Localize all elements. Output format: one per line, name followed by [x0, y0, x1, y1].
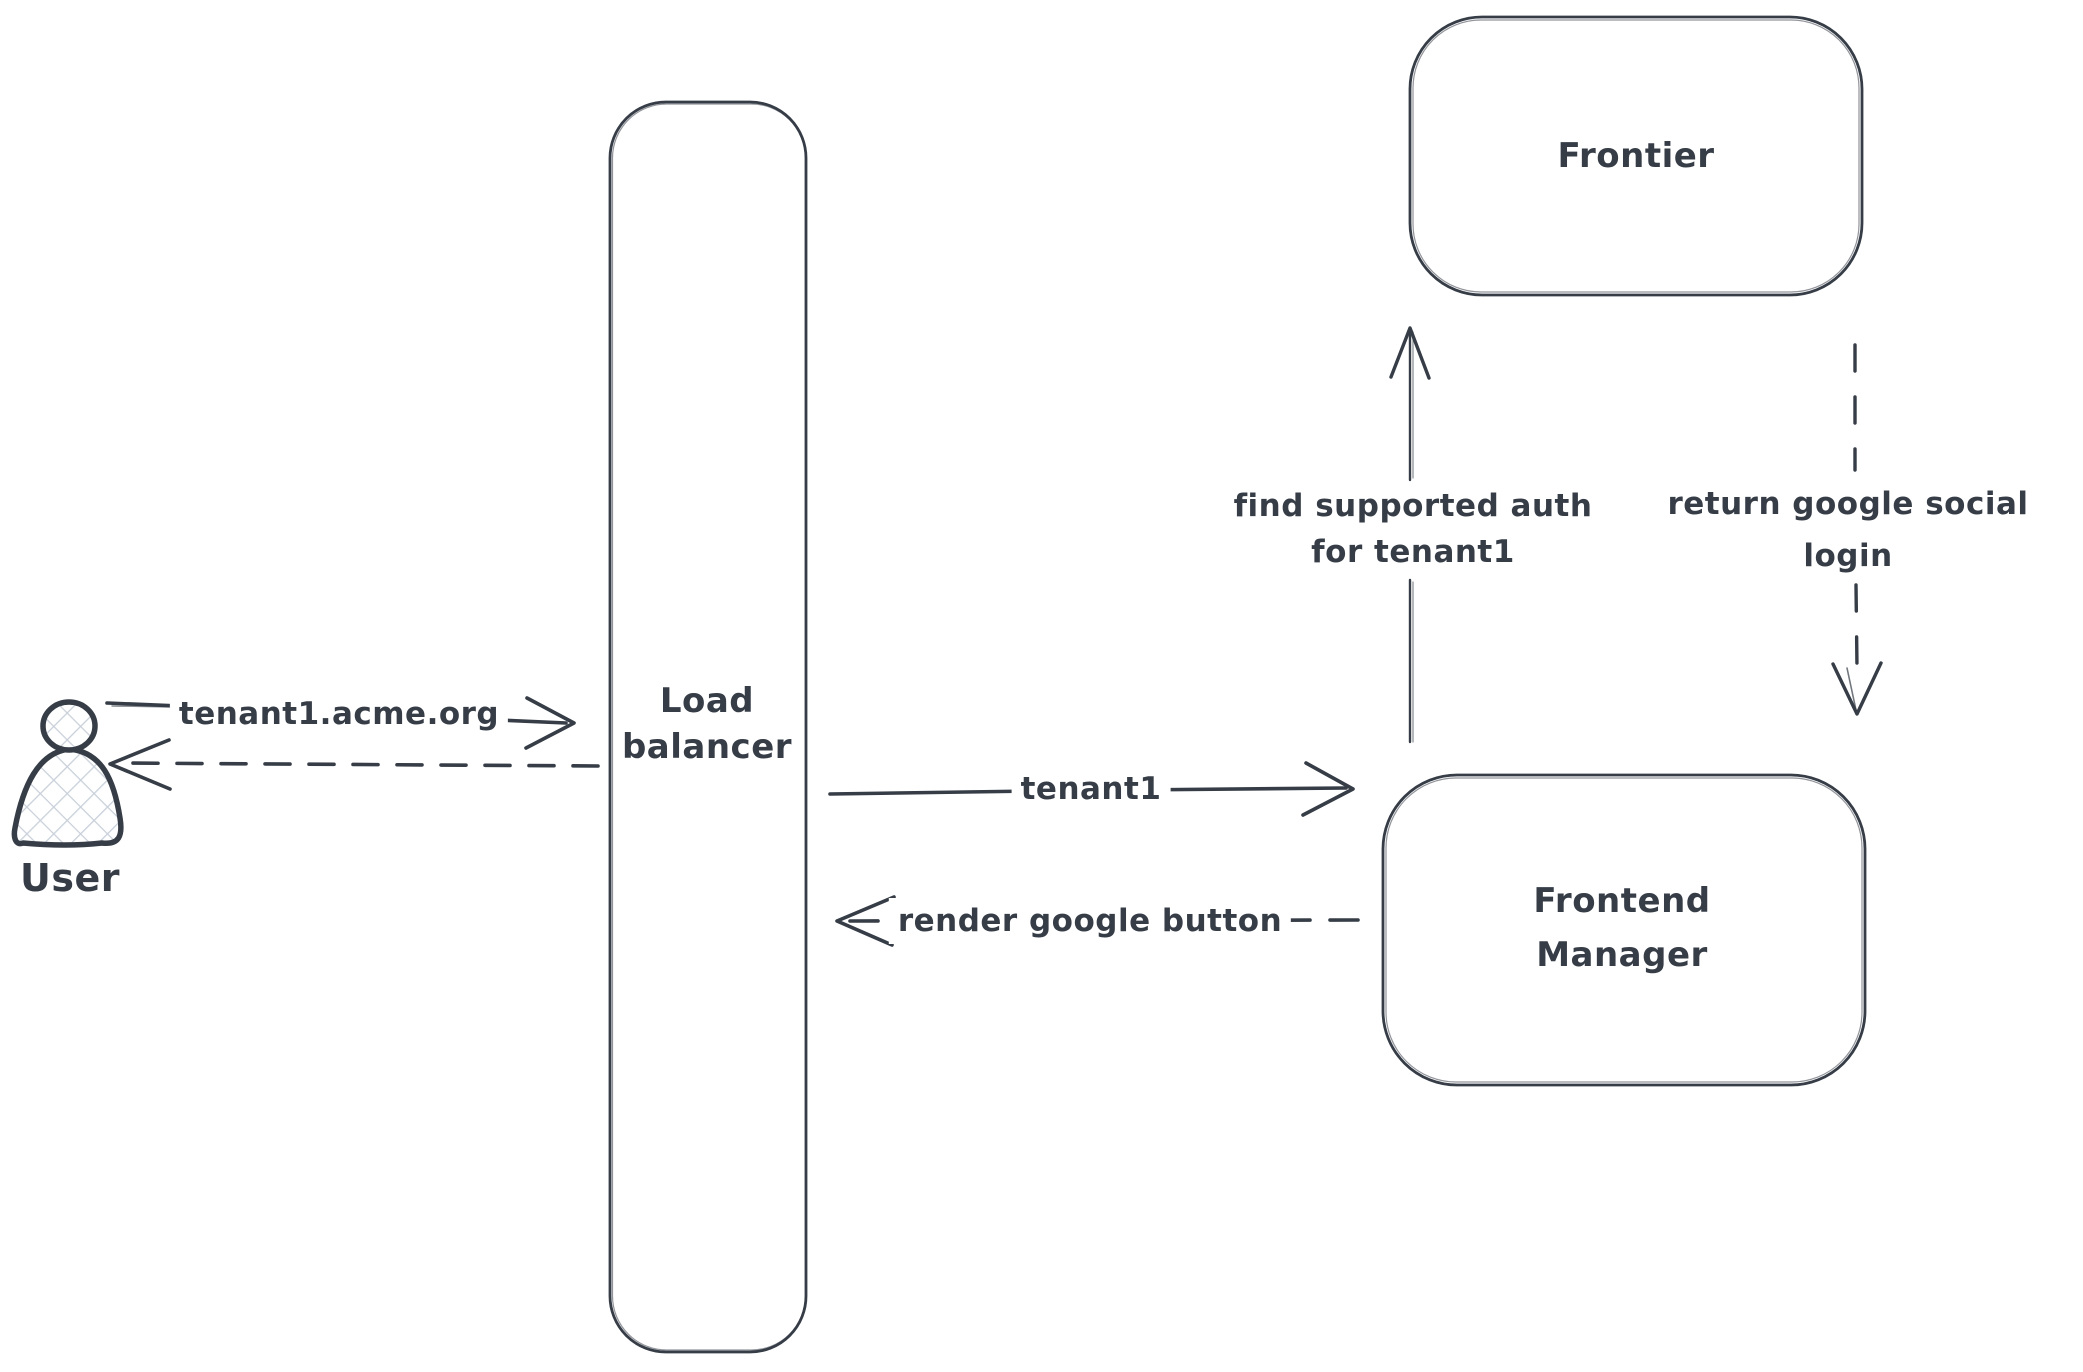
frontend-manager-label-line2: Manager	[1536, 935, 1708, 975]
load-balancer-node	[608, 100, 808, 1354]
edge-label-return-google-social-login-line2: login	[1803, 538, 1893, 574]
load-balancer-label-line1: Load	[659, 681, 755, 721]
edge-label-find-supported-auth-line1: find supported auth	[1233, 488, 1593, 524]
frontier-node	[1408, 15, 1864, 297]
arrow-frontier-to-frontendmanager	[1831, 343, 1883, 716]
load-balancer-label: Load balancer	[622, 678, 792, 770]
user-actor-icon	[11, 699, 124, 848]
arrow-loadbalancer-to-user	[108, 738, 600, 791]
load-balancer-label-line2: balancer	[621, 727, 793, 767]
frontend-manager-label: Frontend Manager	[1533, 874, 1710, 982]
edge-label-return-google-social-login: return google social login	[1653, 478, 2043, 582]
frontend-manager-node	[1381, 773, 1867, 1087]
edge-label-render-google-button: render google button	[888, 898, 1292, 944]
arrow-frontendmanager-to-frontier	[1389, 326, 1431, 744]
frontend-manager-label-line1: Frontend	[1533, 881, 1711, 921]
edge-label-find-supported-auth: find supported auth for tenant1	[1219, 483, 1607, 575]
edge-label-find-supported-auth-line2: for tenant1	[1311, 534, 1515, 570]
edge-label-return-google-social-login-line1: return google social	[1667, 486, 2029, 522]
edge-label-tenant1: tenant1	[1011, 766, 1171, 812]
user-label: User	[20, 856, 120, 900]
frontier-label: Frontier	[1557, 136, 1715, 176]
edge-label-tenant1-acme-org: tenant1.acme.org	[169, 691, 509, 737]
